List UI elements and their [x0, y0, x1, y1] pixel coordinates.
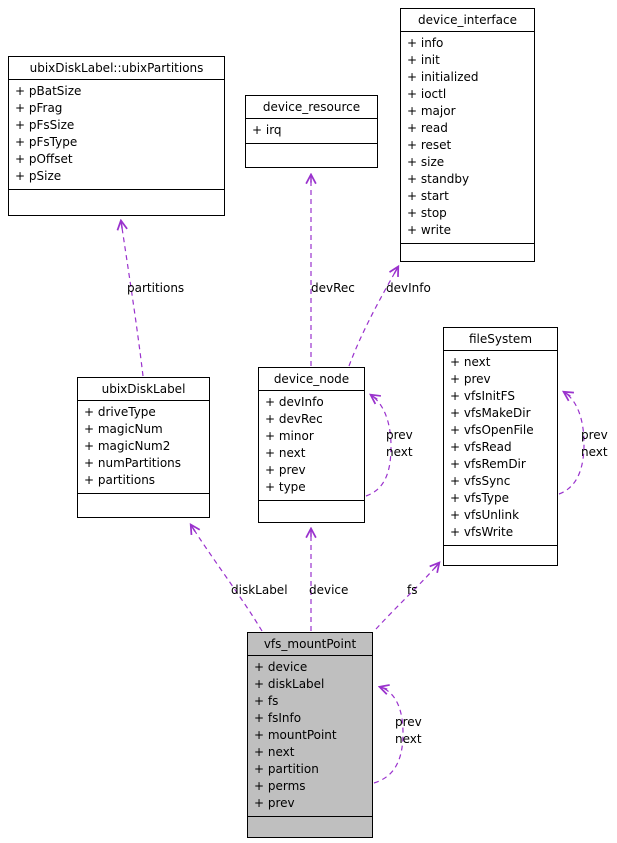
class-node-device-resource[interactable]: device_resource + irq	[245, 95, 378, 168]
class-attribute: + vfsUnlink	[450, 508, 520, 522]
class-attribute: + info	[407, 36, 444, 50]
class-attribute: + start	[407, 189, 449, 203]
class-methods-empty	[78, 493, 209, 517]
class-title: vfs_mountPoint	[248, 633, 372, 656]
class-attribute: + vfsWrite	[450, 525, 514, 539]
edge-label-prev: prev	[581, 428, 608, 442]
class-attribute: + prev	[254, 796, 295, 810]
edge-label-prev: prev	[386, 428, 413, 442]
class-title: ubixDiskLabel	[78, 378, 209, 401]
class-attribute: + numPartitions	[84, 456, 182, 470]
class-attribute: + pFsType	[15, 135, 78, 149]
class-attribute: + vfsInitFS	[450, 389, 515, 403]
class-attribute: + pFrag	[15, 101, 63, 115]
class-attribute: + ioctl	[407, 87, 447, 101]
class-attribute: + major	[407, 104, 456, 118]
edge-label-next: next	[386, 445, 413, 459]
class-attribute: + fs	[254, 694, 279, 708]
class-title: fileSystem	[444, 328, 557, 351]
class-attribute: + partition	[254, 762, 319, 776]
class-attribute: + reset	[407, 138, 452, 152]
class-attribute: + mountPoint	[254, 728, 337, 742]
class-attribute: + write	[407, 223, 452, 237]
class-attribute: + initialized	[407, 70, 479, 84]
class-attribute: + next	[450, 355, 491, 369]
class-attribute: + vfsType	[450, 491, 510, 505]
class-attribute: + vfsRemDir	[450, 457, 526, 471]
class-attribute: + vfsRead	[450, 440, 512, 454]
edge-label-partitions: partitions	[127, 281, 185, 295]
class-attribute: + perms	[254, 779, 306, 793]
edge-label-prev-next-filesystem: prev next	[581, 427, 608, 461]
class-attributes: + device + diskLabel + fs + fsInfo + mountPo…	[248, 656, 372, 816]
class-attributes: + info + init + initialized + ioctl + major +…	[401, 32, 534, 243]
class-attributes: + devInfo + devRec + minor + next + prev + ty…	[259, 391, 364, 500]
class-methods-empty	[259, 500, 364, 522]
class-title: device_resource	[246, 96, 377, 119]
class-attribute: + prev	[450, 372, 491, 386]
class-node-filesystem[interactable]: fileSystem + next + prev + vfsInitFS + vfsM…	[443, 327, 558, 566]
class-node-ubixdisklabel[interactable]: ubixDiskLabel + driveType + magicNum + mag…	[77, 377, 210, 518]
class-attributes: + next + prev + vfsInitFS + vfsMakeDir + vfs…	[444, 351, 557, 545]
edge-label-prev-next-vfs-mountpoint: prev next	[395, 714, 422, 748]
class-attributes: + pBatSize + pFrag + pFsSize + pFsType + pOf…	[9, 80, 224, 189]
class-attribute: + device	[254, 660, 308, 674]
class-attribute: + read	[407, 121, 448, 135]
class-attribute: + pFsSize	[15, 118, 75, 132]
class-attribute: + irq	[252, 123, 282, 137]
class-methods-empty	[248, 816, 372, 837]
class-attribute: + pSize	[15, 169, 62, 183]
class-node-device-interface[interactable]: device_interface + info + init + initializ…	[400, 8, 535, 262]
class-attribute: + prev	[265, 463, 306, 477]
class-attribute: + partitions	[84, 473, 156, 487]
class-attribute: + magicNum2	[84, 439, 171, 453]
class-attributes: + driveType + magicNum + magicNum2 + numPar…	[78, 401, 209, 493]
edge-disklabel	[191, 525, 263, 632]
edge-label-prev: prev	[395, 715, 422, 729]
class-title: ubixDiskLabel::ubixPartitions	[9, 57, 224, 80]
class-attribute: + vfsOpenFile	[450, 423, 534, 437]
class-methods-empty	[246, 143, 377, 167]
class-attribute: + size	[407, 155, 445, 169]
class-attribute: + driveType	[84, 405, 156, 419]
class-title: device_interface	[401, 9, 534, 32]
class-methods-empty	[401, 243, 534, 261]
edge-label-devrec: devRec	[311, 281, 355, 295]
class-attribute: + devInfo	[265, 395, 324, 409]
edge-label-next: next	[395, 732, 422, 746]
class-node-vfs-mountpoint[interactable]: vfs_mountPoint + device+ diskLabel+ fs+ …	[247, 632, 373, 838]
class-attribute: + standby	[407, 172, 470, 186]
class-attribute: + devRec	[265, 412, 323, 426]
edge-label-device: device	[309, 583, 349, 597]
edge-label-next: next	[581, 445, 608, 459]
class-title: device_node	[259, 368, 364, 391]
class-node-device-node[interactable]: device_node + devInfo + devRec + minor + ne…	[258, 367, 365, 523]
class-attribute: + diskLabel	[254, 677, 325, 691]
edge-partitions	[121, 221, 144, 377]
class-attribute: + init	[407, 53, 440, 67]
edge-label-fs: fs	[407, 583, 418, 597]
class-attribute: + vfsSync	[450, 474, 511, 488]
class-attribute: + next	[265, 446, 306, 460]
class-node-ubixdisklabel-ubixpartitions[interactable]: ubixDiskLabel::ubixPartitions + pBatSize…	[8, 56, 225, 216]
class-attribute: + next	[254, 745, 295, 759]
class-attributes: + irq	[246, 119, 377, 143]
class-methods-empty	[444, 545, 557, 565]
edge-label-prev-next-device-node: prev next	[386, 427, 413, 461]
class-attribute: + stop	[407, 206, 447, 220]
edge-label-devinfo: devInfo	[386, 281, 431, 295]
class-attribute: + pBatSize	[15, 84, 82, 98]
class-attribute: + minor	[265, 429, 314, 443]
edge-label-disklabel: diskLabel	[231, 583, 288, 597]
class-methods-empty	[9, 189, 224, 215]
class-attribute: + magicNum	[84, 422, 163, 436]
class-attribute: + type	[265, 480, 306, 494]
class-attribute: + vfsMakeDir	[450, 406, 531, 420]
class-attribute: + fsInfo	[254, 711, 302, 725]
class-attribute: + pOffset	[15, 152, 73, 166]
